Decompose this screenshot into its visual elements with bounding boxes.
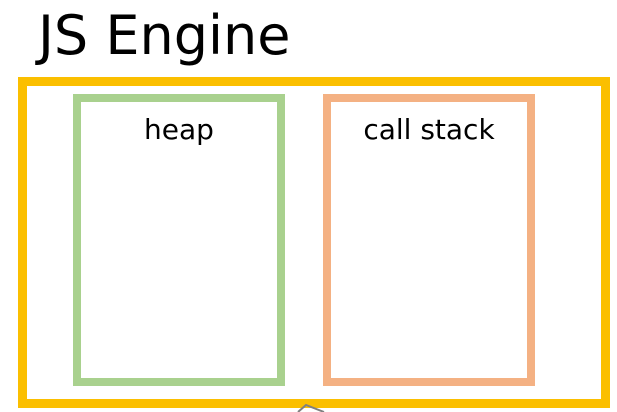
js-engine-container xyxy=(18,77,610,408)
call-stack-label: call stack xyxy=(363,113,495,146)
diagram-title: JS Engine xyxy=(38,4,291,67)
heap-label: heap xyxy=(144,113,214,146)
heap-box: heap xyxy=(73,94,285,386)
arrow-head-icon xyxy=(297,404,325,412)
call-stack-box: call stack xyxy=(323,94,535,386)
